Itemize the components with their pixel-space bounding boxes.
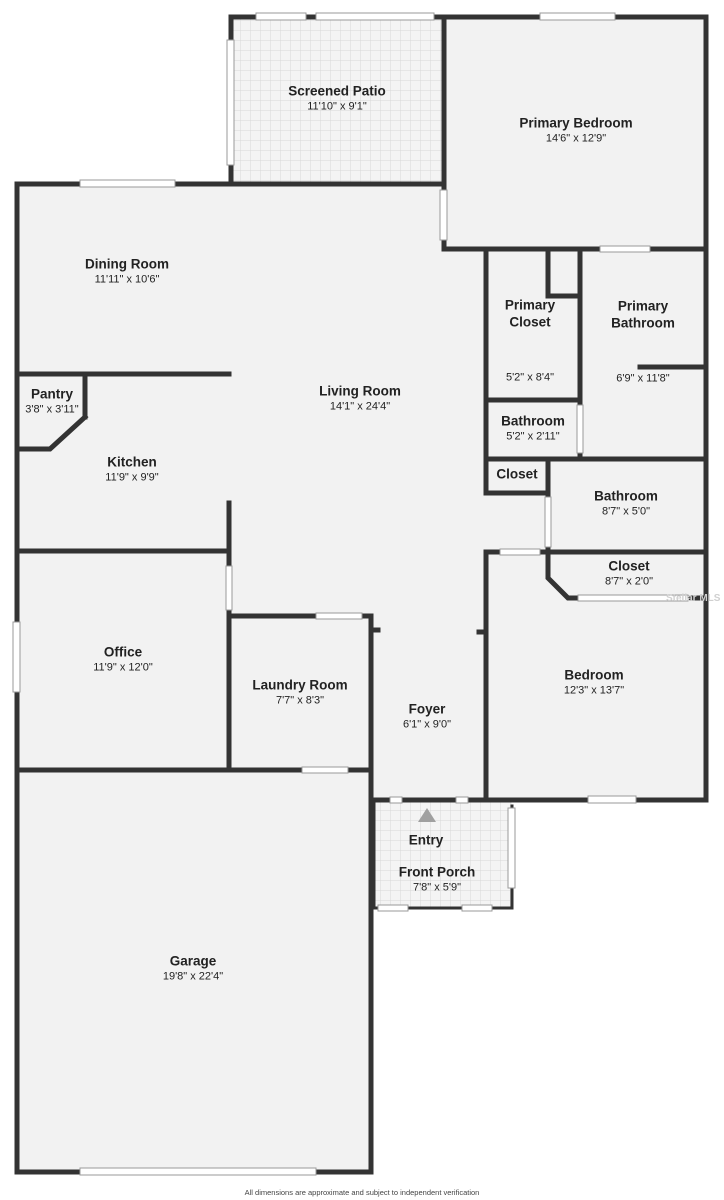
room-name: Primary Bathroom	[611, 298, 675, 331]
room-name: Closet	[608, 558, 650, 574]
room-dims: 6'1" x 9'0"	[402, 718, 452, 731]
room-name: Foyer	[408, 701, 446, 717]
primary-bedroom-floor	[444, 17, 706, 249]
window	[226, 39, 235, 166]
room-dims: 19'8" x 22'4"	[162, 970, 224, 983]
room-dims: 7'7" x 8'3"	[275, 694, 325, 707]
room-label-office: Office 11'9" x 12'0"	[93, 645, 153, 676]
front-porch-floor	[374, 800, 512, 908]
room-name: Entry	[408, 832, 444, 848]
room-dims: 8'7" x 2'0"	[604, 575, 654, 588]
room-name: Bathroom	[501, 413, 565, 429]
room-name: Closet	[496, 466, 538, 482]
room-name: Bedroom	[564, 667, 624, 683]
room-label-living-room: Living Room 14'1" x 24'4"	[319, 384, 401, 415]
window	[439, 189, 448, 241]
window	[255, 12, 307, 21]
window	[544, 496, 552, 548]
main-floor	[17, 184, 486, 800]
garage-floor	[17, 770, 371, 1172]
room-name: Dining Room	[85, 256, 169, 272]
room-label-primary-closet: Primary Closet 5'2" x 8'4"	[505, 257, 555, 405]
room-name: Screened Patio	[288, 83, 386, 99]
room-dims: 7'8" x 5'9"	[412, 881, 462, 894]
window	[79, 179, 176, 188]
room-dims: 14'6" x 12'9"	[545, 132, 607, 145]
window	[455, 796, 469, 804]
window	[389, 796, 403, 804]
room-name: Bathroom	[594, 488, 658, 504]
primary-suite-floor	[486, 249, 706, 459]
window	[587, 795, 637, 804]
room-label-bathroom: Bathroom 8'7" x 5'0"	[594, 489, 658, 520]
room-name: Front Porch	[398, 864, 476, 880]
room-dims: 12'3" x 13'7"	[563, 684, 625, 697]
room-name: Primary Bedroom	[519, 115, 633, 131]
room-label-garage: Garage 19'8" x 22'4"	[163, 954, 223, 985]
room-dims: 5'2" x 2'11"	[506, 430, 560, 443]
right-wing-floor	[486, 459, 706, 800]
window	[461, 904, 493, 912]
floor-fills	[17, 17, 706, 1172]
room-name: Garage	[169, 953, 217, 969]
room-dims: 11'10" x 9'1"	[307, 100, 367, 113]
room-label-dining-room: Dining Room 11'11" x 10'6"	[85, 257, 169, 288]
window	[377, 904, 409, 912]
room-label-pantry: Pantry 3'8" x 3'11"	[25, 387, 78, 418]
room-name: Office	[103, 644, 143, 660]
room-dims: 8'7" x 5'0"	[601, 505, 651, 518]
window	[507, 807, 516, 889]
entry-arrow-icon	[418, 808, 436, 822]
primary-closet-walls	[483, 246, 583, 462]
room-label-bedroom: Bedroom 12'3" x 13'7"	[564, 668, 624, 699]
window	[79, 1167, 317, 1176]
window	[577, 594, 689, 602]
room-name: Living Room	[319, 383, 401, 399]
room-dims: 11'9" x 12'0"	[93, 661, 153, 674]
window	[576, 404, 584, 454]
room-name: Pantry	[30, 386, 74, 402]
room-label-screened-patio: Screened Patio 11'10" x 9'1"	[288, 84, 386, 115]
window	[225, 565, 233, 611]
room-label-primary-bathroom: Primary Bathroom 6'9" x 11'8"	[611, 258, 675, 406]
room-dims: 5'2" x 8'4"	[505, 371, 555, 383]
watermark: Stellar MLS	[666, 593, 721, 604]
window	[499, 548, 541, 556]
window	[315, 612, 363, 620]
room-dims: 3'8" x 3'11"	[25, 403, 79, 416]
screened-patio-floor	[231, 17, 444, 184]
room-label-front-porch: Front Porch 7'8" x 5'9"	[399, 865, 476, 896]
window	[599, 245, 651, 253]
window	[301, 766, 349, 774]
windows	[12, 12, 689, 1176]
room-dims: 11'11" x 10'6"	[94, 273, 160, 286]
room-label-foyer: Foyer 6'1" x 9'0"	[403, 702, 451, 733]
kitchen-office-walls	[14, 500, 232, 554]
room-dims: 6'9" x 11'8"	[616, 372, 670, 384]
window	[315, 12, 435, 21]
room-label-closet-bedroom: Closet 8'7" x 2'0"	[605, 559, 653, 590]
pantry-walls	[14, 371, 232, 452]
room-dims: 14'1" x 24'4"	[329, 400, 391, 413]
room-label-closet-hall: Closet	[496, 467, 537, 484]
room-label-kitchen: Kitchen 11'9" x 9'9"	[105, 455, 158, 486]
room-dims: 11'9" x 9'9"	[105, 471, 159, 484]
disclaimer-footnote: All dimensions are approximate and subje…	[244, 1188, 480, 1197]
window	[539, 12, 616, 21]
room-label-entry: Entry	[409, 833, 444, 850]
room-name: Laundry Room	[252, 677, 348, 693]
window	[12, 621, 21, 693]
room-name: Primary Closet	[504, 297, 556, 330]
room-name: Kitchen	[107, 454, 157, 470]
room-label-bathroom-small: Bathroom 5'2" x 2'11"	[501, 414, 565, 445]
room-label-primary-bedroom: Primary Bedroom 14'6" x 12'9"	[519, 116, 632, 147]
room-label-laundry-room: Laundry Room 7'7" x 8'3"	[252, 678, 347, 709]
